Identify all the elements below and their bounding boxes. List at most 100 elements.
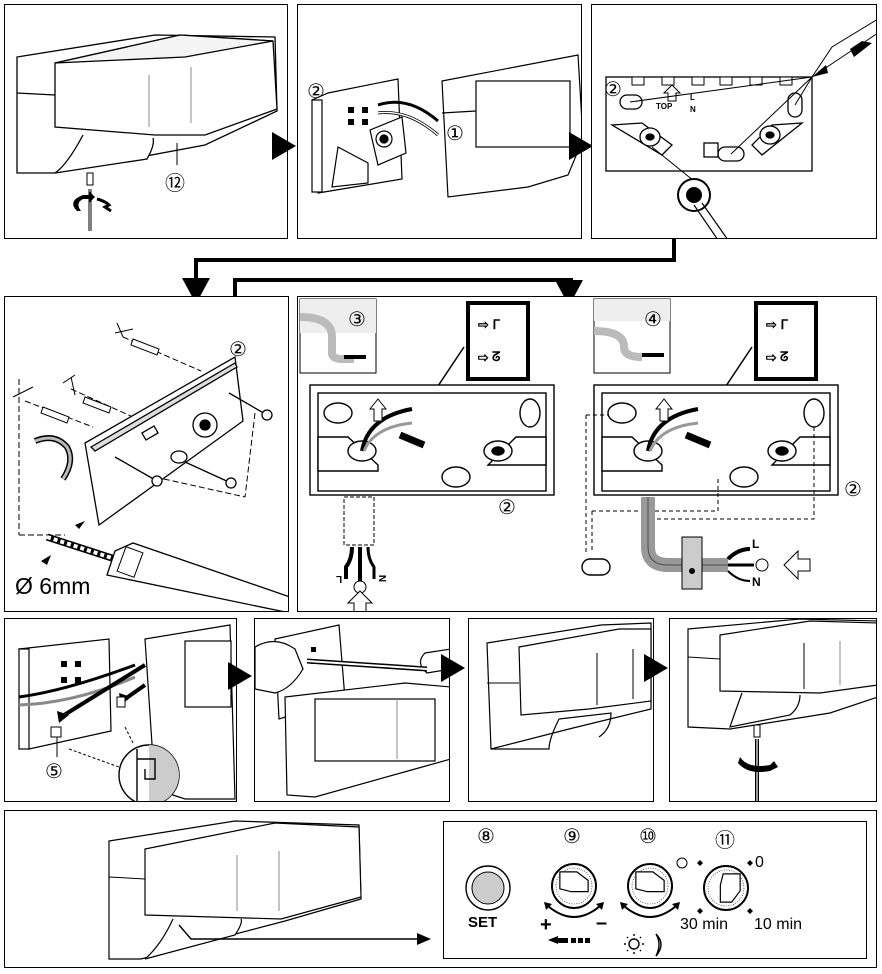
screw-hole (519, 398, 541, 428)
grommet-tool-icon (677, 178, 728, 238)
surface-cable-inset (593, 298, 671, 374)
legend-l-symbol: ⇨ ᒥ (766, 317, 788, 332)
flush-cable-inset (299, 298, 377, 374)
sensor-cover-top (54, 34, 274, 64)
base-plate (84, 355, 244, 527)
step-4-panel: ② Ø 6mm (4, 296, 289, 612)
drill-icon (45, 533, 288, 611)
up-arrow-icon (654, 398, 674, 422)
callout-2: ② (307, 81, 325, 103)
step-5-illustration (299, 298, 839, 611)
step-7-panel (254, 618, 450, 802)
time-30min-label: 30 min (680, 916, 729, 933)
screw-hole (607, 402, 637, 424)
sensor-cover-front (144, 822, 362, 920)
sensor-underside (54, 134, 155, 174)
callout-2: ② (498, 497, 516, 519)
pencil-icon (811, 19, 876, 78)
flow-connector (194, 258, 198, 280)
light-dial (627, 863, 673, 909)
range-dial (551, 863, 597, 909)
hook-detail-magnifier (118, 744, 180, 801)
n-label: N (690, 105, 696, 114)
callout-8: ⑧ (477, 826, 495, 848)
hook-arrow (59, 663, 147, 719)
callout-2: ② (229, 339, 247, 361)
neutral-label: N (376, 574, 388, 583)
mounting-hole (581, 558, 611, 576)
step-10-panel: ⑧ ⑨ ⑩ ⑪ SET + – 0 30 min 10 min (4, 810, 877, 968)
step-10-illustration (108, 820, 431, 960)
live-label: L (336, 573, 343, 584)
next-arrow (228, 662, 252, 690)
sensor-cover-front (518, 628, 652, 716)
screw-hole (323, 402, 353, 424)
range-direction-arrow (548, 936, 558, 944)
screw-icon (753, 724, 761, 801)
flow-connector (233, 278, 573, 282)
terminal-legend-box (754, 301, 818, 381)
live-label: L (752, 537, 760, 551)
terminal-block (348, 107, 368, 125)
next-arrow (272, 132, 296, 160)
step-3-panel: ② TOP L N (591, 4, 877, 239)
step-2-panel: ② ① (297, 4, 582, 239)
callout-4: ④ (644, 309, 662, 331)
cable-entry-arrow (783, 549, 811, 581)
terminal-legend-box (466, 301, 530, 381)
step-9-panel (669, 618, 877, 802)
legend-n-symbol: ⇨ ᘔ (766, 349, 789, 364)
callout-11: ⑪ (715, 830, 735, 852)
top-label: TOP (656, 102, 673, 111)
callout-12: ⑫ (165, 173, 185, 195)
callout-9: ⑨ (563, 826, 581, 848)
time-10min-label: 10 min (754, 916, 803, 933)
callout-3: ③ (348, 309, 366, 331)
legend-l-symbol: ⇨ ᒥ (478, 317, 500, 332)
time-dial (703, 865, 749, 911)
step-8-illustration (486, 622, 652, 750)
screw-hole (803, 398, 825, 428)
callout-1: ① (446, 123, 464, 145)
set-label: SET (468, 914, 498, 931)
cable-clamp (681, 536, 703, 590)
step-7-illustration (255, 624, 449, 798)
earth-icon (755, 558, 769, 572)
sensor-cover-front (719, 620, 876, 694)
light-rotate-arrow (623, 905, 677, 918)
step-6-panel: ⑤ (4, 618, 237, 802)
step-3-illustration (605, 19, 876, 238)
step-9-illustration (687, 619, 876, 801)
rotate-arrow-icon (738, 757, 778, 772)
controls-illustration (465, 857, 753, 957)
up-arrow-icon (368, 398, 388, 422)
range-minus-label: – (596, 912, 608, 934)
cable-black (377, 100, 439, 123)
step-4-illustration (12, 322, 288, 611)
next-arrow (441, 654, 465, 682)
controls-box: ⑧ ⑨ ⑩ ⑪ SET + – 0 30 min 10 min (443, 821, 867, 959)
range-plus-label: + (540, 914, 552, 936)
screw-icon (114, 392, 273, 489)
callout-2: ② (844, 479, 862, 501)
time-zero-label: 0 (755, 854, 764, 871)
screw-hole (441, 466, 471, 488)
next-arrow (644, 654, 668, 682)
step-1-illustration (16, 34, 278, 231)
rotate-arrow-icon (73, 191, 95, 211)
l-label: L (690, 93, 695, 102)
screw-hole (729, 466, 759, 488)
sun-icon (624, 934, 644, 954)
pointer-arrow (178, 924, 419, 940)
callout-2: ② (604, 79, 622, 101)
moon-icon (655, 933, 662, 957)
drill-diameter-label: Ø 6mm (15, 573, 91, 599)
range-rotate-arrow (547, 905, 601, 918)
callout-5: ⑤ (45, 761, 63, 783)
moon-mark-icon (676, 857, 688, 869)
step-6-illustration (18, 624, 236, 801)
flow-connector (672, 238, 676, 260)
cable-entry-arrow (346, 590, 374, 611)
step-5-panel: ③ ④ ② ② ⇨ ᒥ ⇨ ᘔ ⇨ ᒥ ⇨ ᘔ L N L N (297, 296, 877, 612)
neutral-label: N (752, 575, 761, 589)
